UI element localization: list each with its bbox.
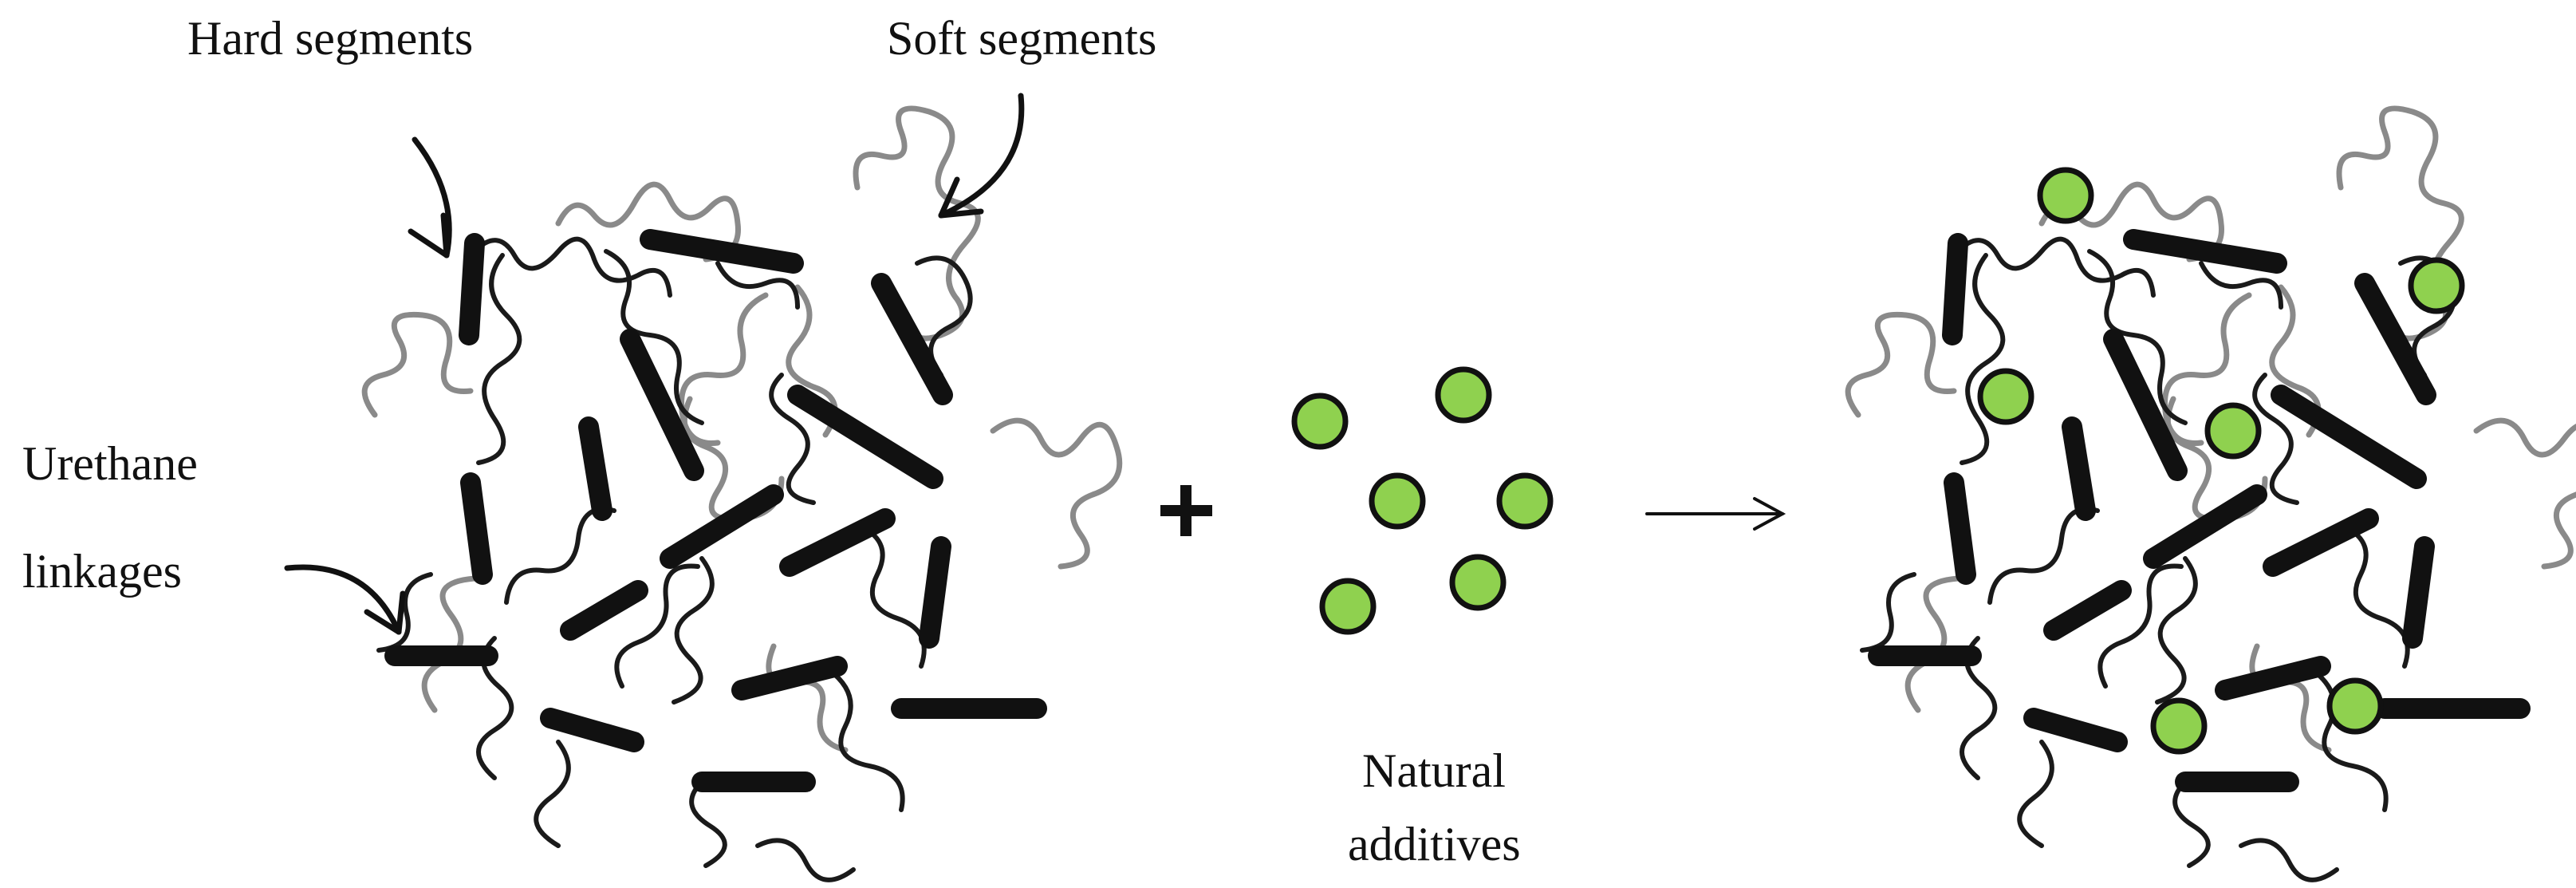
- additive-particle: [1496, 472, 1554, 530]
- reaction-arrow: [1645, 497, 1786, 531]
- additive-particle: [1435, 366, 1492, 424]
- embedded-additive: [2037, 167, 2094, 224]
- embedded-additive: [2408, 257, 2465, 314]
- additive-particle: [1291, 393, 1349, 450]
- soft-segments-label: Soft segments: [887, 12, 1157, 65]
- natural-additives-label-line2: additives: [1348, 818, 1521, 870]
- additive-particle: [1369, 472, 1426, 530]
- additive-particle: [1319, 578, 1377, 635]
- urethane-linkages-label-line2: linkages: [22, 545, 182, 598]
- plus-sign: [1160, 485, 1212, 536]
- urethane-linkages-label-line1: Urethane: [22, 437, 198, 490]
- soft-segments-arrow: [938, 93, 1025, 219]
- polyurethane-network-left: [364, 109, 1120, 880]
- hard-segments-arrow: [408, 136, 452, 259]
- hard-segments-label: Hard segments: [187, 12, 474, 65]
- embedded-additive: [1977, 368, 2034, 425]
- embedded-additive: [2204, 402, 2262, 460]
- polyurethane-network-right: [1848, 109, 2576, 880]
- natural-additives-group: [1291, 366, 1554, 635]
- embedded-additive: [2326, 677, 2384, 735]
- urethane-linkages-arrow: [284, 564, 406, 635]
- embedded-additive: [2150, 697, 2208, 755]
- additive-particle: [1449, 554, 1507, 611]
- natural-additives-label-line1: Natural: [1362, 744, 1506, 797]
